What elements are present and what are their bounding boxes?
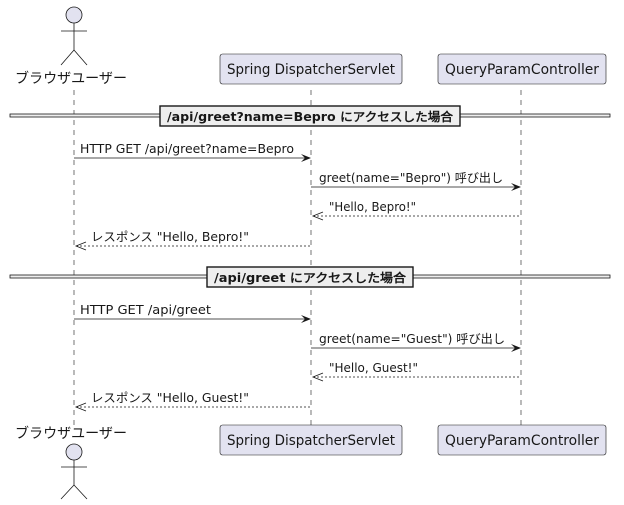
message-label: HTTP GET /api/greet?name=Bepro	[80, 142, 294, 156]
message-return-guest: "Hello, Guest!"	[311, 361, 521, 382]
message-call-guest: greet(name="Guest") 呼び出し	[311, 332, 521, 352]
message-label: "Hello, Bepro!"	[329, 200, 416, 214]
participant-dispatcher-top: Spring DispatcherServlet	[219, 53, 403, 85]
message-label: "Hello, Guest!"	[329, 361, 418, 375]
divider-label: /api/greet?name=Bepro にアクセスした場合	[167, 109, 454, 124]
participant-controller-top: QueryParamController	[437, 53, 607, 85]
message-call-bepro: greet(name="Bepro") 呼び出し	[311, 171, 521, 191]
message-return-bepro: "Hello, Bepro!"	[311, 200, 521, 221]
message-label: レスポンス "Hello, Guest!"	[91, 391, 249, 405]
actor-icon	[60, 6, 88, 66]
actor-label: ブラウザユーザー	[15, 70, 127, 87]
participant-dispatcher-bottom: Spring DispatcherServlet	[219, 424, 403, 456]
actor-icon	[60, 443, 88, 500]
message-response-bepro: レスポンス "Hello, Bepro!"	[74, 230, 311, 251]
divider-2: /api/greet にアクセスした場合	[9, 266, 611, 288]
participant-controller-bottom: QueryParamController	[437, 424, 607, 456]
divider-1: /api/greet?name=Bepro にアクセスした場合	[9, 105, 611, 127]
message-response-guest: レスポンス "Hello, Guest!"	[74, 391, 311, 412]
actor-browser-bottom: ブラウザユーザー	[15, 425, 127, 500]
message-label: greet(name="Bepro") 呼び出し	[319, 171, 503, 185]
divider-label: /api/greet にアクセスした場合	[214, 270, 407, 285]
participant-label: Spring DispatcherServlet	[227, 433, 395, 449]
actor-label: ブラウザユーザー	[15, 425, 127, 442]
message-label: レスポンス "Hello, Bepro!"	[91, 230, 249, 244]
participant-label: QueryParamController	[445, 433, 599, 449]
message-request-bepro: HTTP GET /api/greet?name=Bepro	[74, 142, 311, 162]
actor-browser-top: ブラウザユーザー	[15, 6, 127, 87]
participant-label: Spring DispatcherServlet	[227, 62, 395, 78]
message-label: HTTP GET /api/greet	[80, 303, 211, 317]
participant-label: QueryParamController	[445, 62, 599, 78]
message-request-guest: HTTP GET /api/greet	[74, 303, 311, 323]
message-label: greet(name="Guest") 呼び出し	[319, 332, 505, 346]
